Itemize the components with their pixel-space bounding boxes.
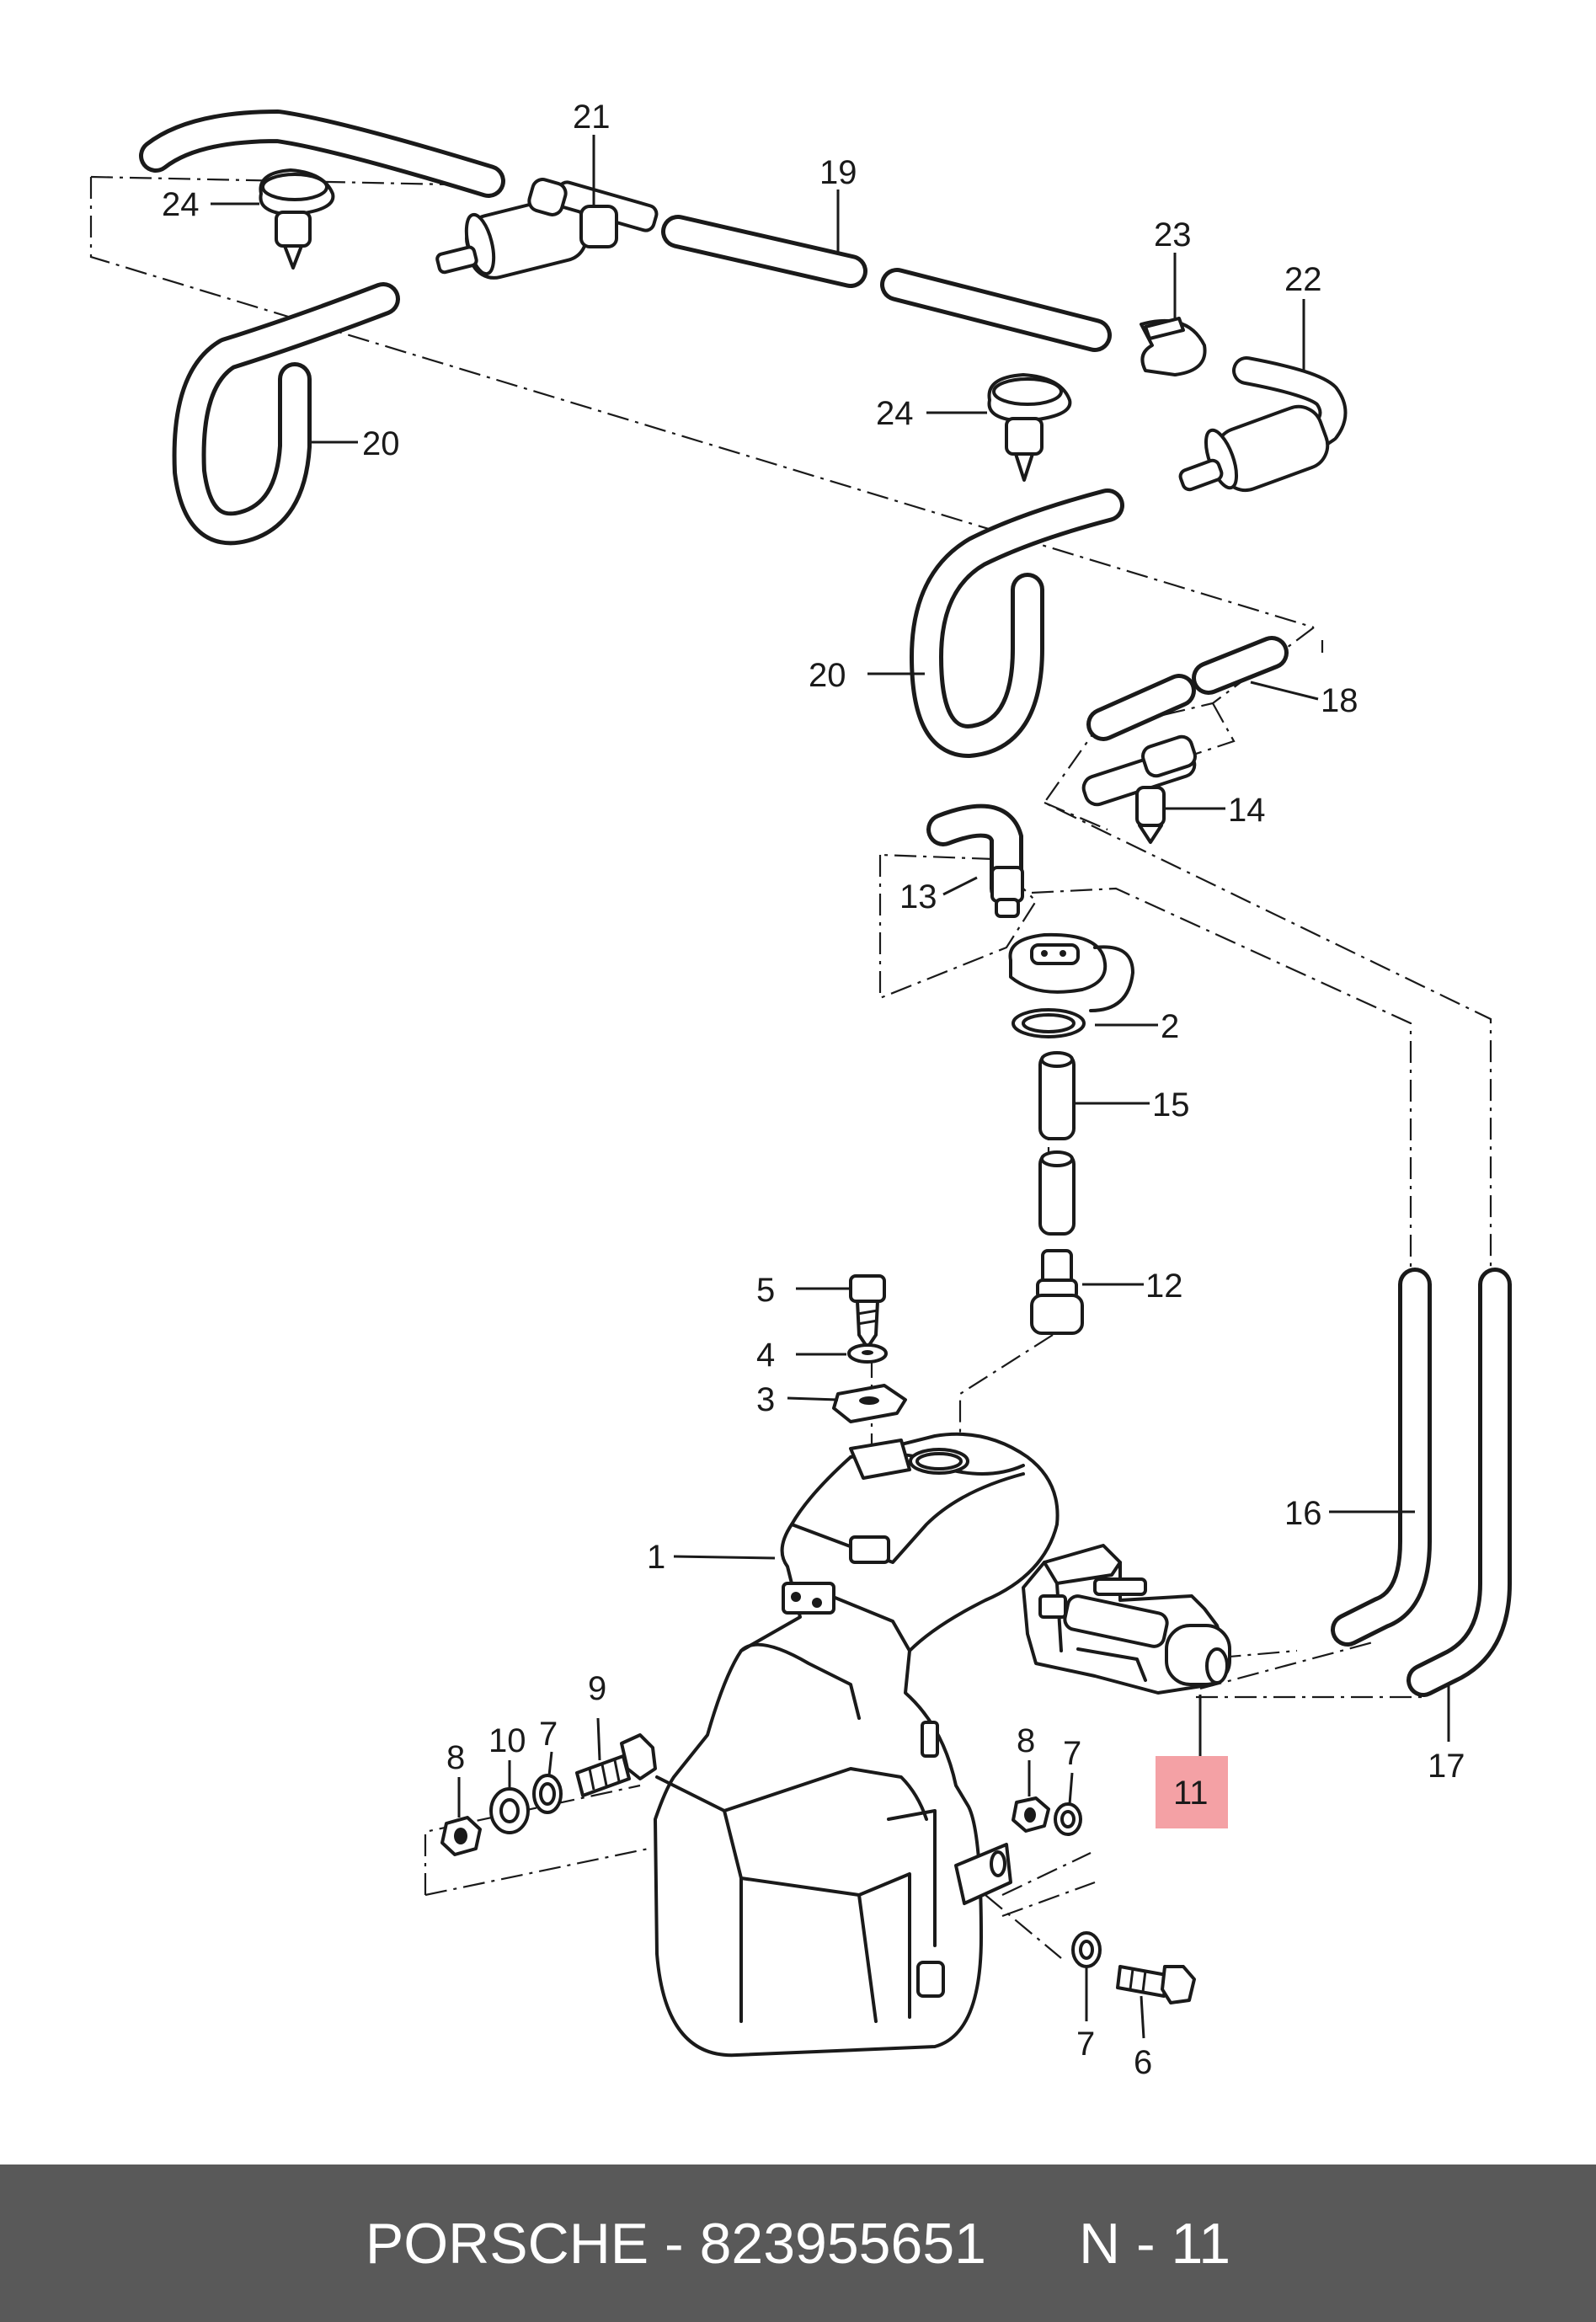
hose-15-lower bbox=[1038, 1150, 1076, 1236]
leader-lines bbox=[211, 135, 1450, 2039]
callout-7-bottom: 7 bbox=[1076, 2026, 1095, 2063]
caption-separator: - bbox=[649, 2211, 700, 2276]
tee-21 bbox=[527, 178, 659, 248]
hose-17 bbox=[1407, 1268, 1512, 1697]
callout-3: 3 bbox=[756, 1381, 775, 1418]
callout-9: 9 bbox=[588, 1670, 606, 1707]
ref-separator: - bbox=[1120, 2211, 1172, 2276]
callout-2: 2 bbox=[1161, 1008, 1179, 1045]
callout-22: 22 bbox=[1284, 261, 1322, 298]
callout-21: 21 bbox=[573, 99, 611, 136]
callout-20-right: 20 bbox=[809, 657, 846, 694]
check-valve-right bbox=[1178, 356, 1348, 493]
nut-8-left bbox=[440, 1816, 482, 1856]
callout-10: 10 bbox=[488, 1722, 526, 1759]
screw-5 bbox=[849, 1274, 886, 1349]
callout-17: 17 bbox=[1428, 1748, 1465, 1785]
callouts: 21 19 23 22 24 24 20 20 18 14 13 2 15 12… bbox=[162, 99, 1465, 2081]
bolt-9 bbox=[575, 1733, 657, 1797]
callout-12: 12 bbox=[1145, 1268, 1183, 1305]
callout-1: 1 bbox=[647, 1539, 665, 1576]
callout-14: 14 bbox=[1228, 792, 1266, 829]
check-valve-left bbox=[435, 196, 589, 280]
washer-10 bbox=[489, 1787, 530, 1834]
highlight-box bbox=[1156, 1756, 1228, 1828]
callout-24-left: 24 bbox=[162, 186, 200, 223]
clip-23 bbox=[1140, 317, 1207, 376]
callout-8-left: 8 bbox=[446, 1739, 465, 1776]
brand-name: PORSCHE bbox=[365, 2211, 649, 2276]
callout-18: 18 bbox=[1321, 682, 1358, 719]
nut-8-right bbox=[1012, 1796, 1050, 1833]
hose-18-b bbox=[1192, 636, 1289, 695]
ref-number: 11 bbox=[1171, 2211, 1231, 2276]
reservoir-1 bbox=[654, 1432, 1060, 2058]
nozzle-24-right bbox=[987, 373, 1072, 482]
callout-11: 11 bbox=[1173, 1775, 1209, 1812]
footer-bar: PORSCHE - 823955651 N - 11 bbox=[0, 2165, 1596, 2322]
footer-caption: PORSCHE - 823955651 N - 11 bbox=[366, 2211, 1230, 2277]
hose-18-a bbox=[1086, 674, 1196, 741]
washer-7-bottom bbox=[1071, 1931, 1102, 1968]
callout-19: 19 bbox=[819, 154, 857, 191]
callout-7-right: 7 bbox=[1063, 1735, 1081, 1772]
callout-23: 23 bbox=[1154, 216, 1192, 254]
hose-19-a bbox=[661, 215, 867, 288]
parts-diagram: 21 19 23 22 24 24 20 20 18 14 13 2 15 12… bbox=[89, 99, 1512, 2081]
callout-4: 4 bbox=[756, 1337, 775, 1374]
hose-top-left bbox=[139, 109, 505, 198]
callout-15: 15 bbox=[1152, 1086, 1190, 1124]
callout-16: 16 bbox=[1284, 1495, 1322, 1532]
washer-7-right bbox=[1054, 1802, 1082, 1836]
tee-14 bbox=[1081, 734, 1197, 844]
elbow-13 bbox=[926, 803, 1024, 918]
grommet-12 bbox=[1030, 1249, 1084, 1335]
washer-7-left bbox=[532, 1774, 563, 1814]
ref-prefix: N bbox=[1078, 2211, 1121, 2276]
nozzle-24-left bbox=[259, 168, 335, 270]
hose-15-upper bbox=[1038, 1051, 1076, 1140]
washer-4 bbox=[847, 1343, 888, 1364]
seal-2 bbox=[1012, 1008, 1086, 1038]
hose-16 bbox=[1331, 1268, 1432, 1647]
callout-24-right: 24 bbox=[876, 395, 914, 432]
callout-6: 6 bbox=[1134, 2044, 1152, 2081]
hose-19-b bbox=[880, 268, 1112, 352]
callout-7-left: 7 bbox=[539, 1716, 558, 1753]
part-number: 823955651 bbox=[699, 2211, 986, 2276]
callout-5: 5 bbox=[756, 1272, 775, 1309]
clip-3 bbox=[832, 1384, 907, 1423]
bolt-6 bbox=[1116, 1965, 1196, 2004]
assembly-lines bbox=[89, 175, 1492, 1959]
pump-11 bbox=[1022, 1544, 1231, 1695]
callout-20-left: 20 bbox=[362, 425, 400, 462]
filler-cap bbox=[1008, 932, 1134, 1012]
callout-8-right: 8 bbox=[1017, 1722, 1035, 1759]
hose-20-right bbox=[910, 488, 1124, 758]
hose-20-left bbox=[172, 282, 400, 546]
callout-13: 13 bbox=[899, 878, 937, 915]
